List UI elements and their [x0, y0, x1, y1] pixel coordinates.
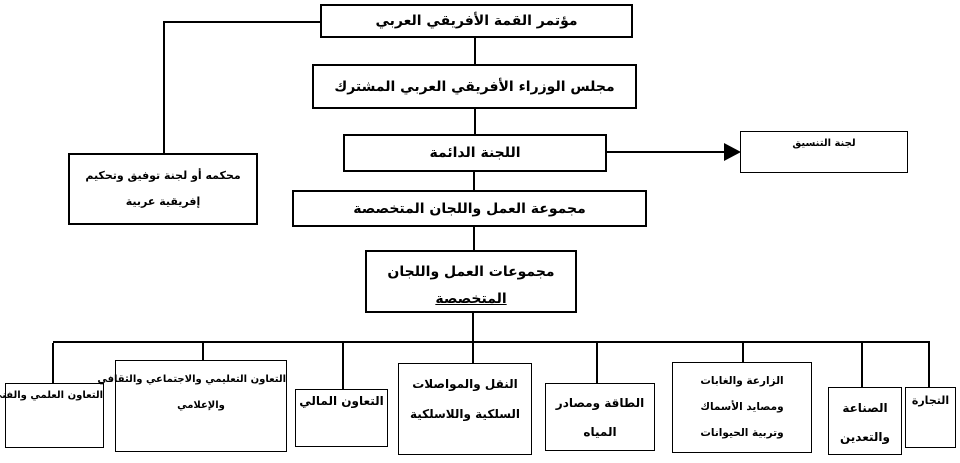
connector-council-permanent	[474, 109, 476, 134]
node-permanent-committee-label: اللجنة الدائمة	[429, 145, 521, 161]
distribution-line	[53, 341, 930, 343]
connector-permanent-workgroup	[473, 172, 475, 190]
node-arbitration-court-line2: إفريقية عربية	[125, 195, 201, 208]
committee-trade-line1: التجارة	[911, 394, 950, 407]
drop-financial	[342, 343, 344, 389]
node-committee-scientific: التعاون العلمي والفني	[0, 383, 104, 448]
drop-industry	[861, 343, 863, 387]
node-committee-trade: التجارة	[905, 387, 956, 448]
arrow-right-icon	[724, 143, 741, 161]
connector-workgroup-workgroups	[473, 227, 475, 250]
node-work-group-label: مجموعة العمل واللجان المتخصصة	[353, 200, 586, 217]
node-work-groups-line2: المتخصصة	[435, 291, 507, 307]
committee-agriculture-line2: ومصايد الأسماك	[700, 401, 784, 413]
drop-energy	[596, 343, 598, 383]
node-arbitration-court-line1: محكمه أو لجنة توفيق وتحكيم	[85, 169, 241, 182]
committee-energy-line2: المياه	[583, 425, 617, 439]
connector-workgroups-transport	[472, 313, 474, 363]
drop-trade	[928, 343, 930, 387]
connector-summit-to-court-horizontal	[163, 21, 320, 23]
node-coordination-committee-label: لجنة التنسيق	[792, 138, 856, 149]
committee-energy-line1: الطاقة ومصادر	[555, 396, 645, 410]
node-work-groups: مجموعات العمل واللجان المتخصصة	[365, 250, 577, 313]
connector-summit-council	[474, 38, 476, 64]
node-council: مجلس الوزراء الأفريقي العربي المشترك	[312, 64, 637, 109]
node-arbitration-court: محكمه أو لجنة توفيق وتحكيم إفريقية عربية	[68, 153, 258, 225]
node-committee-financial: التعاون المالي	[295, 389, 388, 447]
committee-industry-line2: والتعدين	[840, 430, 890, 444]
committee-agriculture-line3: وتربية الحيوانات	[700, 427, 784, 439]
drop-agriculture	[742, 343, 744, 362]
node-summit-label: مؤتمر القمة الأفريقي العربي	[375, 13, 578, 29]
node-committee-industry: الصناعة والتعدين	[828, 387, 902, 455]
drop-educational	[202, 343, 204, 360]
node-committee-educational: التعاون التعليمي والاجتماعي والثقافي وال…	[97, 360, 287, 452]
node-summit: مؤتمر القمة الأفريقي العربي	[320, 4, 633, 38]
committee-transport-line2: السلكية واللاسلكية	[409, 407, 521, 421]
committee-financial-line1: التعاون المالي	[299, 394, 384, 408]
committee-agriculture-line1: الزارعة والغابات	[700, 375, 784, 387]
connector-summit-to-court-vertical	[163, 21, 165, 153]
node-work-groups-line1: مجموعات العمل واللجان	[387, 264, 555, 280]
node-work-group: مجموعة العمل واللجان المتخصصة	[292, 190, 647, 227]
node-committee-energy: الطاقة ومصادر المياه	[545, 383, 655, 451]
node-permanent-committee: اللجنة الدائمة	[343, 134, 607, 172]
committee-industry-line1: الصناعة	[842, 401, 888, 415]
connector-permanent-coordination	[605, 151, 727, 153]
committee-educational-line2: والإعلامي	[177, 400, 225, 411]
committee-scientific-line1: التعاون العلمي والفني	[0, 390, 103, 401]
node-council-label: مجلس الوزراء الأفريقي العربي المشترك	[334, 78, 615, 95]
node-coordination-committee: لجنة التنسيق	[740, 131, 908, 173]
drop-scientific	[52, 343, 54, 383]
committee-transport-line1: النقل والمواصلات	[412, 377, 518, 391]
committee-educational-line1: التعاون التعليمي والاجتماعي والثقافي	[97, 374, 286, 385]
node-committee-agriculture: الزارعة والغابات ومصايد الأسماك وتربية ا…	[672, 362, 812, 453]
node-committee-transport: النقل والمواصلات السلكية واللاسلكية	[398, 363, 532, 455]
